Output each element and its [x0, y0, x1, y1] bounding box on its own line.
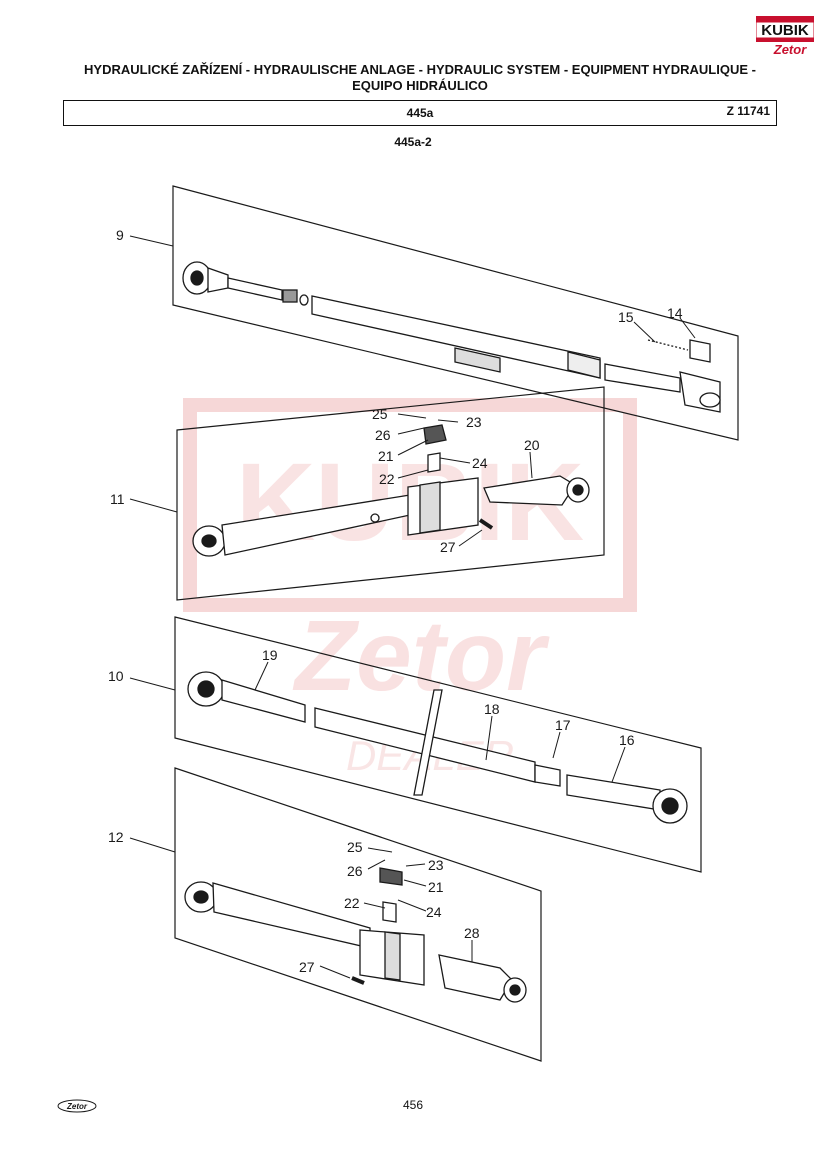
callout-12: 12	[108, 829, 124, 845]
logo-sub-text: Zetor	[773, 42, 807, 57]
callout-23: 23	[466, 414, 482, 430]
callout-19: 19	[262, 647, 278, 663]
logo-brand-text: KUBIK	[761, 22, 809, 39]
callout-14: 14	[667, 305, 683, 321]
callout-27: 27	[440, 539, 456, 555]
callout-16: 16	[619, 732, 635, 748]
callout-21: 21	[378, 448, 394, 464]
callout-15: 15	[618, 309, 634, 325]
svg-text:Zetor: Zetor	[292, 600, 550, 712]
callout-28: 28	[464, 925, 480, 941]
page-title-line1: HYDRAULICKÉ ZAŘÍZENÍ - HYDRAULISCHE ANLA…	[84, 62, 756, 77]
top-link-assembly-9	[182, 261, 721, 413]
leader-lines	[129, 235, 696, 979]
callout-9: 9	[116, 227, 124, 243]
callout-10: 10	[108, 668, 124, 684]
svg-text:Zetor: Zetor	[66, 1102, 88, 1111]
callout-21b: 21	[428, 879, 444, 895]
callout-labels: 9 15 14 25 23 26 21 24 20 22 11 27 10 19…	[108, 227, 683, 975]
callout-23b: 23	[428, 857, 444, 873]
callout-22b: 22	[344, 895, 360, 911]
panel-lift-link-11	[176, 386, 605, 601]
watermark: KUBIK Zetor DEALER	[183, 398, 637, 779]
callout-25b: 25	[347, 839, 363, 855]
callout-22: 22	[379, 471, 395, 487]
callout-26: 26	[375, 427, 391, 443]
subsection-number: 445a-2	[394, 135, 432, 149]
panel-top-link-9	[172, 185, 739, 441]
callout-20: 20	[524, 437, 540, 453]
page-title-line2: EQUIPO HIDRÁULICO	[352, 78, 488, 93]
callout-25: 25	[372, 406, 388, 422]
drawing-code: Z 11741	[726, 104, 770, 118]
callout-18: 18	[484, 701, 500, 717]
page-number: 456	[402, 1098, 424, 1112]
lift-link-assembly-11	[192, 424, 590, 557]
callout-24b: 24	[426, 904, 442, 920]
callout-17: 17	[555, 717, 571, 733]
panel-lift-link-12	[174, 767, 542, 1062]
footer-zetor-logo: Zetor	[57, 1099, 97, 1113]
section-header-box: 445a Z 11741	[63, 100, 777, 126]
kubik-zetor-logo: KUBIK Zetor	[755, 16, 815, 60]
lift-link-assembly-12	[184, 867, 527, 1003]
callout-26b: 26	[347, 863, 363, 879]
panel-top-link-10	[174, 616, 702, 873]
callout-11: 11	[110, 491, 125, 507]
section-number: 445a	[406, 106, 434, 120]
top-link-assembly-10	[187, 671, 688, 824]
callout-24: 24	[472, 455, 488, 471]
callout-27b: 27	[299, 959, 315, 975]
